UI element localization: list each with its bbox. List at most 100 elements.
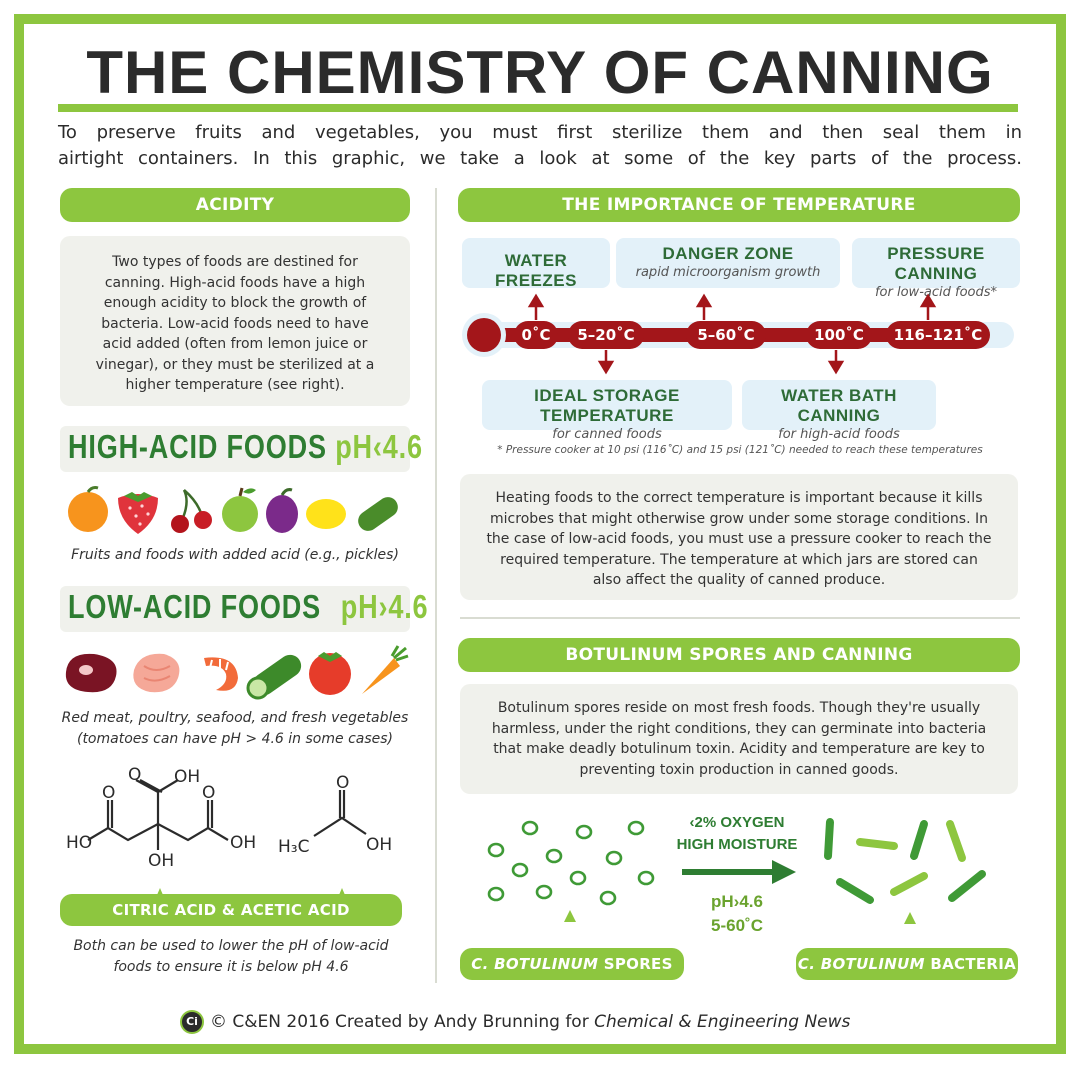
high-acid-food-icons: [68, 486, 398, 534]
growth-conditions-bottom: pH›4.6 5-60˚C: [676, 890, 798, 938]
marker-116-121c: 116–121˚C: [886, 321, 990, 349]
low-acid-header-bg: [60, 586, 410, 632]
danger-zone-sub: rapid microorganism growth: [635, 265, 821, 280]
ideal-storage-box: IDEAL STORAGE TEMPERATURE for canned foo…: [482, 380, 732, 442]
cherries-icon: [171, 489, 212, 533]
temperature-arrows: [527, 293, 937, 375]
acid-molecules: HO O O OH O OH OH H₃C O OH: [66, 765, 392, 902]
bacteria-banner: C. BOTULINUM BACTERIA: [796, 948, 1018, 980]
high-acid-caption: Fruits and foods with added acid (e.g., …: [71, 547, 399, 563]
growth-conditions-top: ‹2% OXYGEN HIGH MOISTURE: [676, 812, 798, 856]
citric-acetic-banner: CITRIC ACID & ACETIC ACID: [60, 894, 402, 926]
marker-100c: 100˚C: [806, 321, 872, 349]
bacteria-rods: [824, 818, 986, 904]
cucumber-icon: [246, 654, 302, 700]
low-acid-heading: LOW-ACID FOODS pH›4.6: [68, 588, 428, 626]
temperature-text-box: Heating foods to the correct temperature…: [460, 474, 1018, 600]
temperature-banner: THE IMPORTANCE OF TEMPERATURE: [458, 188, 1020, 222]
citric-o-right: O: [202, 783, 215, 803]
poultry-icon: [133, 653, 180, 693]
spore-shapes: [487, 820, 655, 906]
high-acid-title: HIGH-ACID FOODS: [68, 428, 327, 465]
acetic-h3c: H₃C: [278, 837, 309, 857]
low-acid-caption-line-2: (tomatoes can have pH > 4.6 in some case…: [76, 731, 394, 747]
intro-text: To preserve fruits and vegetables, you m…: [58, 120, 1022, 172]
strawberry-icon: [118, 492, 158, 534]
footer-publication: Chemical & Engineering News: [594, 1012, 851, 1032]
low-acid-food-icons: [65, 645, 409, 700]
marker-5-20c: 5–20˚C: [568, 321, 644, 349]
carrot-icon: [362, 645, 409, 694]
cond-temp: 5-60˚C: [711, 916, 763, 935]
water-freezes-box: WATER FREEZES: [462, 238, 610, 290]
column-divider: [435, 188, 437, 983]
apple-icon: [222, 487, 258, 532]
high-acid-heading: HIGH-ACID FOODS pH‹4.6: [68, 428, 423, 466]
temperature-text: Heating foods to the correct temperature…: [486, 490, 992, 588]
danger-zone-label: DANGER ZONE: [662, 244, 794, 263]
acetic-oh: OH: [366, 835, 392, 855]
bacteria-species: C. BOTULINUM: [797, 955, 925, 973]
bacteria-pointer: [904, 912, 916, 924]
shrimp-icon: [204, 657, 238, 691]
plum-icon: [266, 488, 298, 533]
water-bath-box: WATER BATH CANNING for high-acid foods: [742, 380, 936, 442]
bacteria-illustration: [824, 818, 986, 924]
citric-o-top: O: [128, 765, 141, 785]
spores-illustration: [487, 820, 655, 922]
pressure-footnote: * Pressure cooker at 10 psi (116˚C) and …: [497, 444, 983, 456]
spores-banner: C. BOTULINUM SPORES: [460, 948, 684, 980]
tomato-icon: [309, 652, 351, 695]
marker-0c: 0˚C: [514, 321, 558, 349]
botulinum-text: Botulinum spores reside on most fresh fo…: [491, 700, 987, 778]
lemon-icon: [306, 499, 346, 529]
citric-oh-right: OH: [230, 833, 256, 853]
intro-line-1: To preserve fruits and vegetables, you m…: [58, 122, 1022, 143]
water-bath-label: WATER BATH CANNING: [781, 386, 897, 425]
orange-icon: [68, 486, 108, 532]
acetic-acid-structure: [313, 790, 367, 837]
germination-arrow: [682, 860, 796, 884]
botulinum-banner: BOTULINUM SPORES AND CANNING: [458, 638, 1020, 672]
acid-caption-line-2: foods to ensure it is below pH 4.6: [113, 959, 349, 975]
cen-logo: Ci: [180, 1010, 204, 1034]
footer-credit-text: © C&EN 2016 Created by Andy Brunning for: [210, 1012, 595, 1032]
bacteria-label: BACTERIA: [924, 955, 1017, 973]
acidity-text: Two types of foods are destined for cann…: [95, 254, 375, 393]
pressure-canning-label: PRESSURE CANNING: [887, 244, 985, 283]
citric-o-left: O: [102, 783, 115, 803]
cond-moisture: HIGH MOISTURE: [676, 836, 798, 853]
cond-oxygen: ‹2% OXYGEN: [689, 814, 785, 831]
low-acid-ph: pH›4.6: [340, 588, 429, 625]
title-underline: [58, 104, 1018, 112]
marker-5-60c: 5–60˚C: [686, 321, 766, 349]
citric-oh-top: OH: [174, 767, 200, 787]
cond-ph: pH›4.6: [711, 892, 763, 911]
acid-caption-line-1: Both can be used to lower the pH of low-…: [73, 938, 389, 954]
spores-species: C. BOTULINUM: [471, 955, 599, 973]
low-acid-caption: Red meat, poultry, seafood, and fresh ve…: [60, 708, 410, 750]
danger-zone-box: DANGER ZONE rapid microorganism growth: [616, 238, 840, 288]
footer-credit: Ci © C&EN 2016 Created by Andy Brunning f…: [180, 1010, 900, 1034]
spores-label: SPORES: [598, 955, 673, 973]
botulinum-text-box: Botulinum spores reside on most fresh fo…: [460, 684, 1018, 794]
water-bath-sub: for high-acid foods: [778, 427, 900, 442]
citric-ho-left: HO: [66, 833, 92, 853]
intro-line-2: airtight containers. In this graphic, we…: [58, 148, 1022, 169]
thermometer-bulb: [467, 318, 501, 352]
acetic-o: O: [336, 773, 349, 793]
section-divider: [460, 617, 1020, 619]
citric-acid-structure: [87, 779, 229, 850]
spores-pointer: [564, 910, 576, 922]
low-acid-caption-line-1: Red meat, poultry, seafood, and fresh ve…: [61, 710, 409, 726]
acid-caption: Both can be used to lower the pH of low-…: [60, 936, 402, 978]
pressure-canning-box: PRESSURE CANNING for low-acid foods*: [852, 238, 1020, 300]
pickle-icon: [358, 497, 398, 531]
low-acid-title: LOW-ACID FOODS: [68, 588, 321, 625]
citric-oh-center: OH: [148, 851, 174, 871]
acidity-text-box: Two types of foods are destined for cann…: [60, 236, 410, 406]
acidity-banner: ACIDITY: [60, 188, 410, 222]
page-title: THE CHEMISTRY OF CANNING: [86, 39, 994, 106]
red-meat-icon: [65, 653, 117, 693]
high-acid-ph: pH‹4.6: [335, 428, 423, 465]
